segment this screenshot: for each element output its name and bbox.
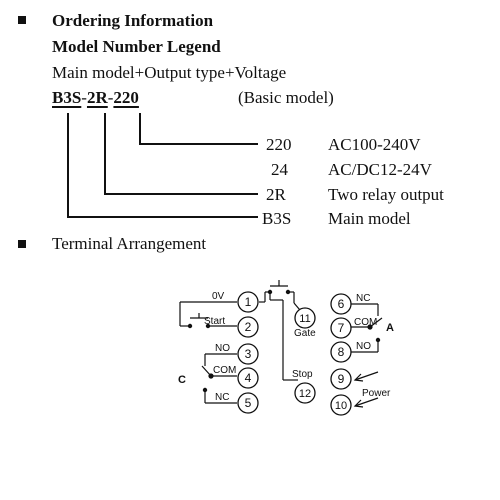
terminal-12-number: 12 xyxy=(299,388,311,400)
terminal-10 xyxy=(330,394,352,416)
ordering-heading: Ordering Information xyxy=(52,11,214,30)
terminal-4-number: 4 xyxy=(245,371,252,385)
legend-desc-voltage-alt: AC/DC12-24V xyxy=(328,160,432,179)
label-relay-c: C xyxy=(178,374,186,386)
model-separator: - xyxy=(81,88,87,107)
connector-output xyxy=(104,113,258,195)
label-relay-c-nc: NC xyxy=(215,392,229,403)
label-power: Power xyxy=(362,388,391,399)
label-relay-a: A xyxy=(386,322,394,334)
terminal-7 xyxy=(330,317,352,339)
label-0v: 0V xyxy=(212,291,225,302)
terminal-11 xyxy=(294,307,316,329)
label-relay-c-no: NO xyxy=(215,343,230,354)
legend-code-output: 2R xyxy=(266,185,286,204)
terminal-heading: Terminal Arrangement xyxy=(52,234,207,253)
terminal-8-number: 8 xyxy=(338,345,345,359)
legend-desc-output: Two relay output xyxy=(328,185,444,204)
label-relay-a-com: COM xyxy=(354,317,377,328)
connector-main xyxy=(67,113,258,218)
legend-title: Model Number Legend xyxy=(52,37,221,56)
terminal-9 xyxy=(330,368,352,390)
terminal-1 xyxy=(237,291,259,313)
terminal-5-number: 5 xyxy=(245,396,252,410)
connector-voltage xyxy=(139,113,258,145)
terminal-6-number: 6 xyxy=(338,297,345,311)
terminal-6 xyxy=(330,293,352,315)
model-separator: - xyxy=(107,88,114,107)
terminal-4 xyxy=(237,367,259,389)
label-relay-a-nc: NC xyxy=(356,293,370,304)
model-part-output: 2R xyxy=(86,88,108,107)
terminal-2 xyxy=(237,316,259,338)
terminal-3 xyxy=(237,343,259,365)
terminal-9-number: 9 xyxy=(338,372,345,386)
legend-code-main: B3S xyxy=(262,209,292,228)
terminal-10-number: 10 xyxy=(335,400,347,412)
legend-code-voltage: 220 xyxy=(266,135,292,154)
legend-desc-main: Main model xyxy=(328,209,411,228)
terminal-3-number: 3 xyxy=(245,347,252,361)
legend-desc-voltage: AC100-240V xyxy=(328,135,421,154)
label-relay-c-com: COM xyxy=(213,365,236,376)
terminal-1-number: 1 xyxy=(245,295,252,309)
terminal-11-number: 11 xyxy=(299,313,310,325)
terminal-5 xyxy=(237,392,259,414)
model-part-voltage: 220 xyxy=(113,88,139,107)
model-number: B3S-2R-220 xyxy=(52,88,139,108)
model-composition: Main model+Output type+Voltage xyxy=(52,63,287,82)
terminal-12 xyxy=(294,382,316,404)
terminal-7-number: 7 xyxy=(338,321,345,335)
bullet-ordering xyxy=(18,16,26,24)
label-relay-a-no: NO xyxy=(356,341,371,352)
label-gate: Gate xyxy=(294,328,316,339)
basic-model-label: (Basic model) xyxy=(238,88,334,107)
terminal-8 xyxy=(330,341,352,363)
label-stop: Stop xyxy=(292,369,313,380)
label-start: Start xyxy=(204,316,225,327)
legend-code-voltage-alt: 24 xyxy=(271,160,288,179)
model-part-main: B3S xyxy=(52,88,82,107)
bullet-terminal xyxy=(18,240,26,248)
terminal-2-number: 2 xyxy=(245,320,252,334)
legend-connector-lines xyxy=(67,113,258,218)
